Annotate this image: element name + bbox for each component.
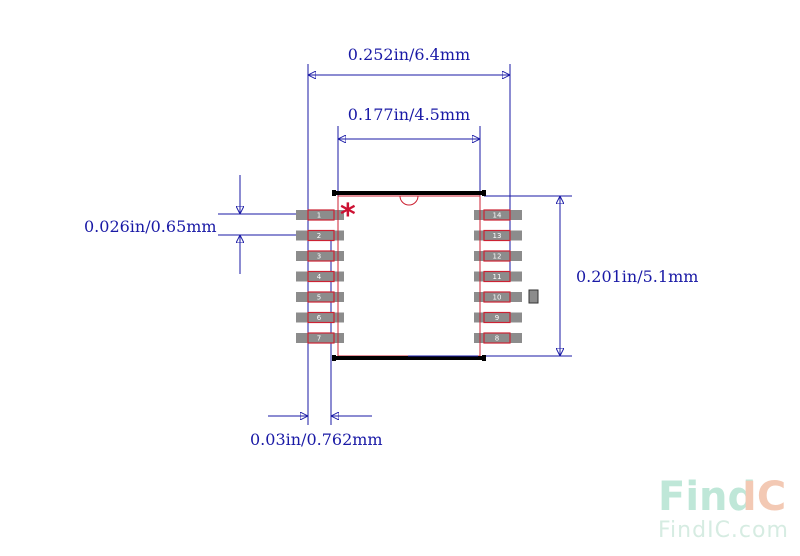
pad-right-12: 12 [474,250,522,262]
pitch-label: 0.026in/0.65mm [84,217,217,236]
package-body [332,190,486,361]
pad-left-3: 3 [296,250,344,262]
pad-left-2: 2 [296,229,344,242]
pin-number: 6 [317,314,322,322]
pin-number: 5 [317,294,321,302]
pad-right-13: 13 [474,229,522,242]
body-width-dimension [337,126,481,210]
pin-number: 4 [317,273,322,281]
pin-number: 7 [317,335,321,343]
body-length-label: 0.201in/5.1mm [576,267,698,286]
component-icon [528,289,539,304]
pin-number: 9 [495,314,499,322]
pin-number: 10 [493,294,502,302]
pin-number: 1 [317,212,321,220]
pad-right-10: 10 [474,291,522,303]
pin1-notch-icon [399,195,419,206]
logo-site: FindIC.com [658,518,789,543]
pin-number: 8 [495,335,499,343]
pin-number: 12 [493,253,502,261]
pin-number: 14 [493,212,502,220]
findic-logo: Find IC FindIC.com [658,474,789,543]
pad-right-14: 14 [474,209,522,221]
pin-number: 11 [493,273,502,281]
pad-left-1: 1 [296,209,344,221]
pin-number: 3 [317,253,321,261]
pin-number: 2 [317,232,321,240]
pad-left-7: 7 [296,332,344,344]
body-width-label: 0.177in/4.5mm [348,105,470,124]
logo-brand-part1: Find [658,474,756,520]
pad-right-11: 11 [474,270,522,283]
pad-right-8: 8 [474,332,522,344]
pad-width-dimension [268,232,372,425]
pad-left-6: 6 [296,311,344,324]
pad-width-label: 0.03in/0.762mm [250,430,383,449]
body-length-dimension [484,195,572,357]
right-pad-column: 14 13 12 11 10 9 8 [474,209,522,344]
logo-brand-part2: IC [742,474,786,520]
pad-right-9: 9 [474,311,522,324]
pin1-marker-icon: * [340,198,356,233]
overall-width-label: 0.252in/6.4mm [348,45,470,64]
pad-left-4: 4 [296,270,344,283]
left-pad-column: 1 2 3 4 5 6 7 [296,209,344,344]
overall-width-dimension [307,64,511,425]
pin-number: 13 [493,232,502,240]
pad-left-5: 5 [296,291,344,303]
